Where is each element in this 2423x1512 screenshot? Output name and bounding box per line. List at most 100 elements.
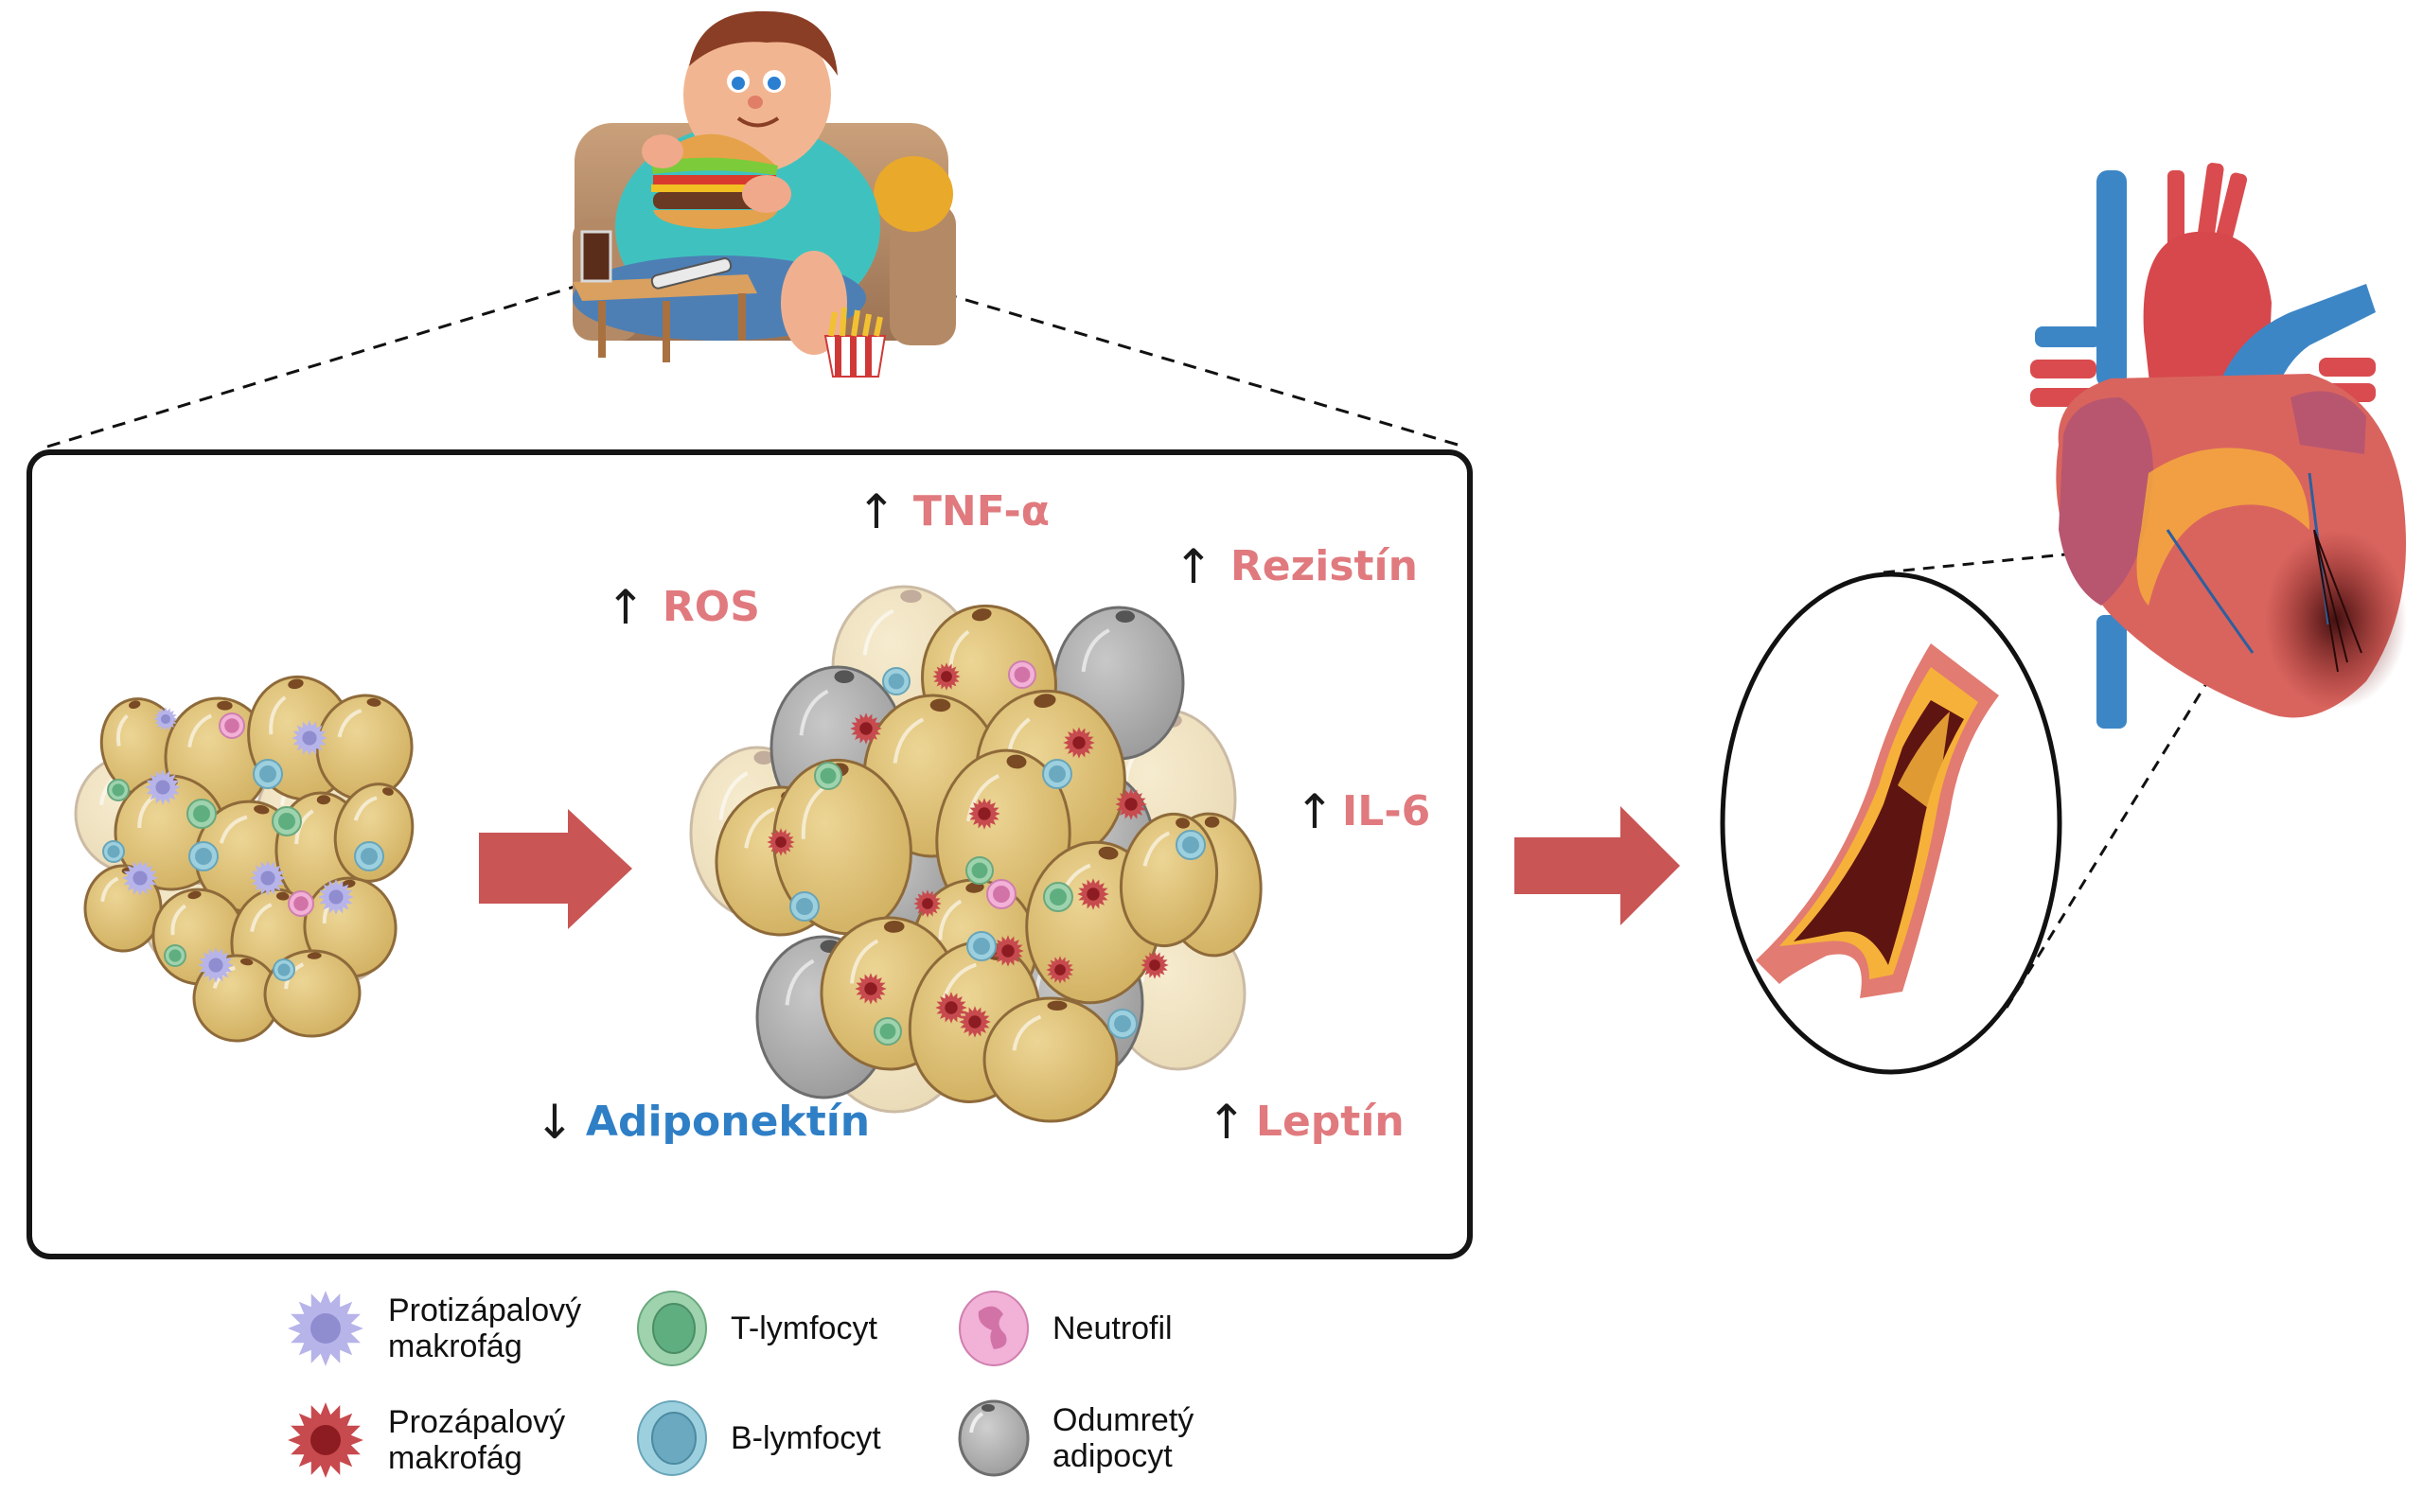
legend-label: T-lymfocyt [731,1310,877,1346]
t-lymphocyte [164,944,186,967]
pro-macrophage [1141,951,1169,979]
hair-icon [689,10,838,76]
anti-inflammatory-macrophage-icon [288,1291,363,1366]
left-atrium [2290,391,2366,454]
inflamed-adipose-cluster [689,585,1263,1123]
marker-label: Adiponektín [585,1098,871,1146]
legend-item-anti-macrophage: Protizápalový makrofág [284,1287,596,1370]
marker-label: Rezistín [1229,542,1418,590]
epicardial-fat [2136,448,2309,606]
anti-macrophage [318,879,354,915]
heart-illustration [2030,163,2407,729]
legend-item-b-lymphocyte: B-lymfocyt [634,1398,939,1478]
obese-person-illustration [573,10,956,378]
adipocyte [982,996,1119,1123]
marker-ros: ↑ ROS [606,583,760,631]
legend-label: Odumretý adipocyt [1052,1402,1194,1474]
neutrophil [288,890,314,917]
dead-adipocyte-icon [958,1399,1030,1477]
healthy-adipose-cluster [74,675,415,1043]
b-lymphocyte [188,841,219,871]
anti-macrophage [198,947,234,983]
t-lymphocyte [1043,882,1073,912]
marker-label: Leptín [1255,1098,1405,1146]
vena-cava [2096,170,2127,388]
pro-macrophage [850,712,882,745]
b-lymphocyte [102,840,125,863]
adipose-tissue-panel [27,449,1473,1259]
b-lymphocyte-icon [637,1400,707,1476]
marker-leptin: ↑ Leptín [1207,1098,1405,1146]
pro-macrophage [767,828,795,856]
anti-macrophage [145,769,181,805]
arrow-up-icon: ↑ [857,483,896,539]
right-atrium [2059,397,2153,606]
t-lymphocyte [107,779,130,801]
arrow-up-icon: ↑ [1174,538,1213,594]
fries-icon [823,307,887,378]
remote-icon [650,257,733,290]
neutrophil [219,712,245,739]
legend-item-pro-macrophage: Prozápalový makrofág [284,1398,596,1482]
soda-glass-icon [580,230,612,283]
flow-arrow-1 [479,809,632,929]
t-lymphocyte [874,1017,902,1046]
pro-macrophage-shape [288,1402,363,1478]
pro-macrophage [959,1006,991,1038]
b-lymphocyte [253,759,283,789]
b-lymphocyte [789,891,820,922]
neutrophil-icon [959,1291,1029,1366]
pro-macrophage [968,798,1000,830]
b-lymphocyte [966,931,997,961]
pro-macrophage [1046,956,1074,984]
neutrophil [1008,660,1036,689]
b-lymphocyte [1107,1009,1138,1039]
pro-macrophage [855,973,887,1005]
t-lymphocyte [814,762,842,790]
t-lymphocyte [186,799,217,829]
arrow-up-icon: ↑ [1295,783,1335,839]
legend-item-t-lymphocyte: T-lymfocyt [634,1289,939,1368]
pro-inflammatory-macrophage-icon [288,1402,363,1478]
legend-label: B-lymfocyt [731,1420,881,1456]
anti-macrophage [153,707,178,731]
pro-macrophage [913,889,942,918]
t-lymphocyte-icon [637,1291,707,1366]
pro-macrophage [935,992,967,1024]
pro-macrophage [1115,788,1147,820]
arrow-up-icon: ↑ [1207,1094,1247,1150]
pro-macrophage [992,935,1024,967]
legend-label: Protizápalový makrofág [388,1292,582,1364]
t-lymphocyte [272,806,302,836]
pro-macrophage [932,662,961,691]
legend-item-dead-adipocyte: Odumretý adipocyt [956,1398,1261,1478]
marker-label: ROS [662,583,760,631]
b-lymphocyte [354,841,384,871]
atherosclerotic-vessel-inset [1720,571,2062,1075]
b-lymphocyte [273,958,295,981]
b-lymphocyte [882,667,911,695]
marker-label: TNF-α [912,487,1050,536]
legend-label: Neutrofil [1052,1310,1173,1346]
anti-macrophage [292,720,327,756]
anti-macrophage-shape [288,1291,363,1366]
marker-label: IL-6 [1341,787,1431,835]
pillow-icon [874,156,953,232]
anti-macrophage [122,860,158,896]
legend-item-neutrophil: Neutrofil [956,1289,1261,1368]
anti-macrophage [250,860,286,896]
arrow-down-icon: ↓ [535,1094,575,1150]
b-lymphocyte [1176,830,1206,860]
marker-il6: ↑ IL-6 [1295,787,1430,835]
marker-tnf: ↑ TNF-α [857,487,1050,536]
pro-macrophage [1077,878,1109,910]
head-icon [683,17,831,172]
flow-arrow-2 [1514,806,1680,925]
marker-adiponektin: ↓ Adiponektín [535,1098,870,1146]
b-lymphocyte [1042,759,1072,789]
marker-rezistin: ↑ Rezistín [1174,542,1418,590]
pro-macrophage [1063,727,1095,759]
legend-label: Prozápalový makrofág [388,1404,566,1476]
arrow-up-icon: ↑ [606,579,646,635]
